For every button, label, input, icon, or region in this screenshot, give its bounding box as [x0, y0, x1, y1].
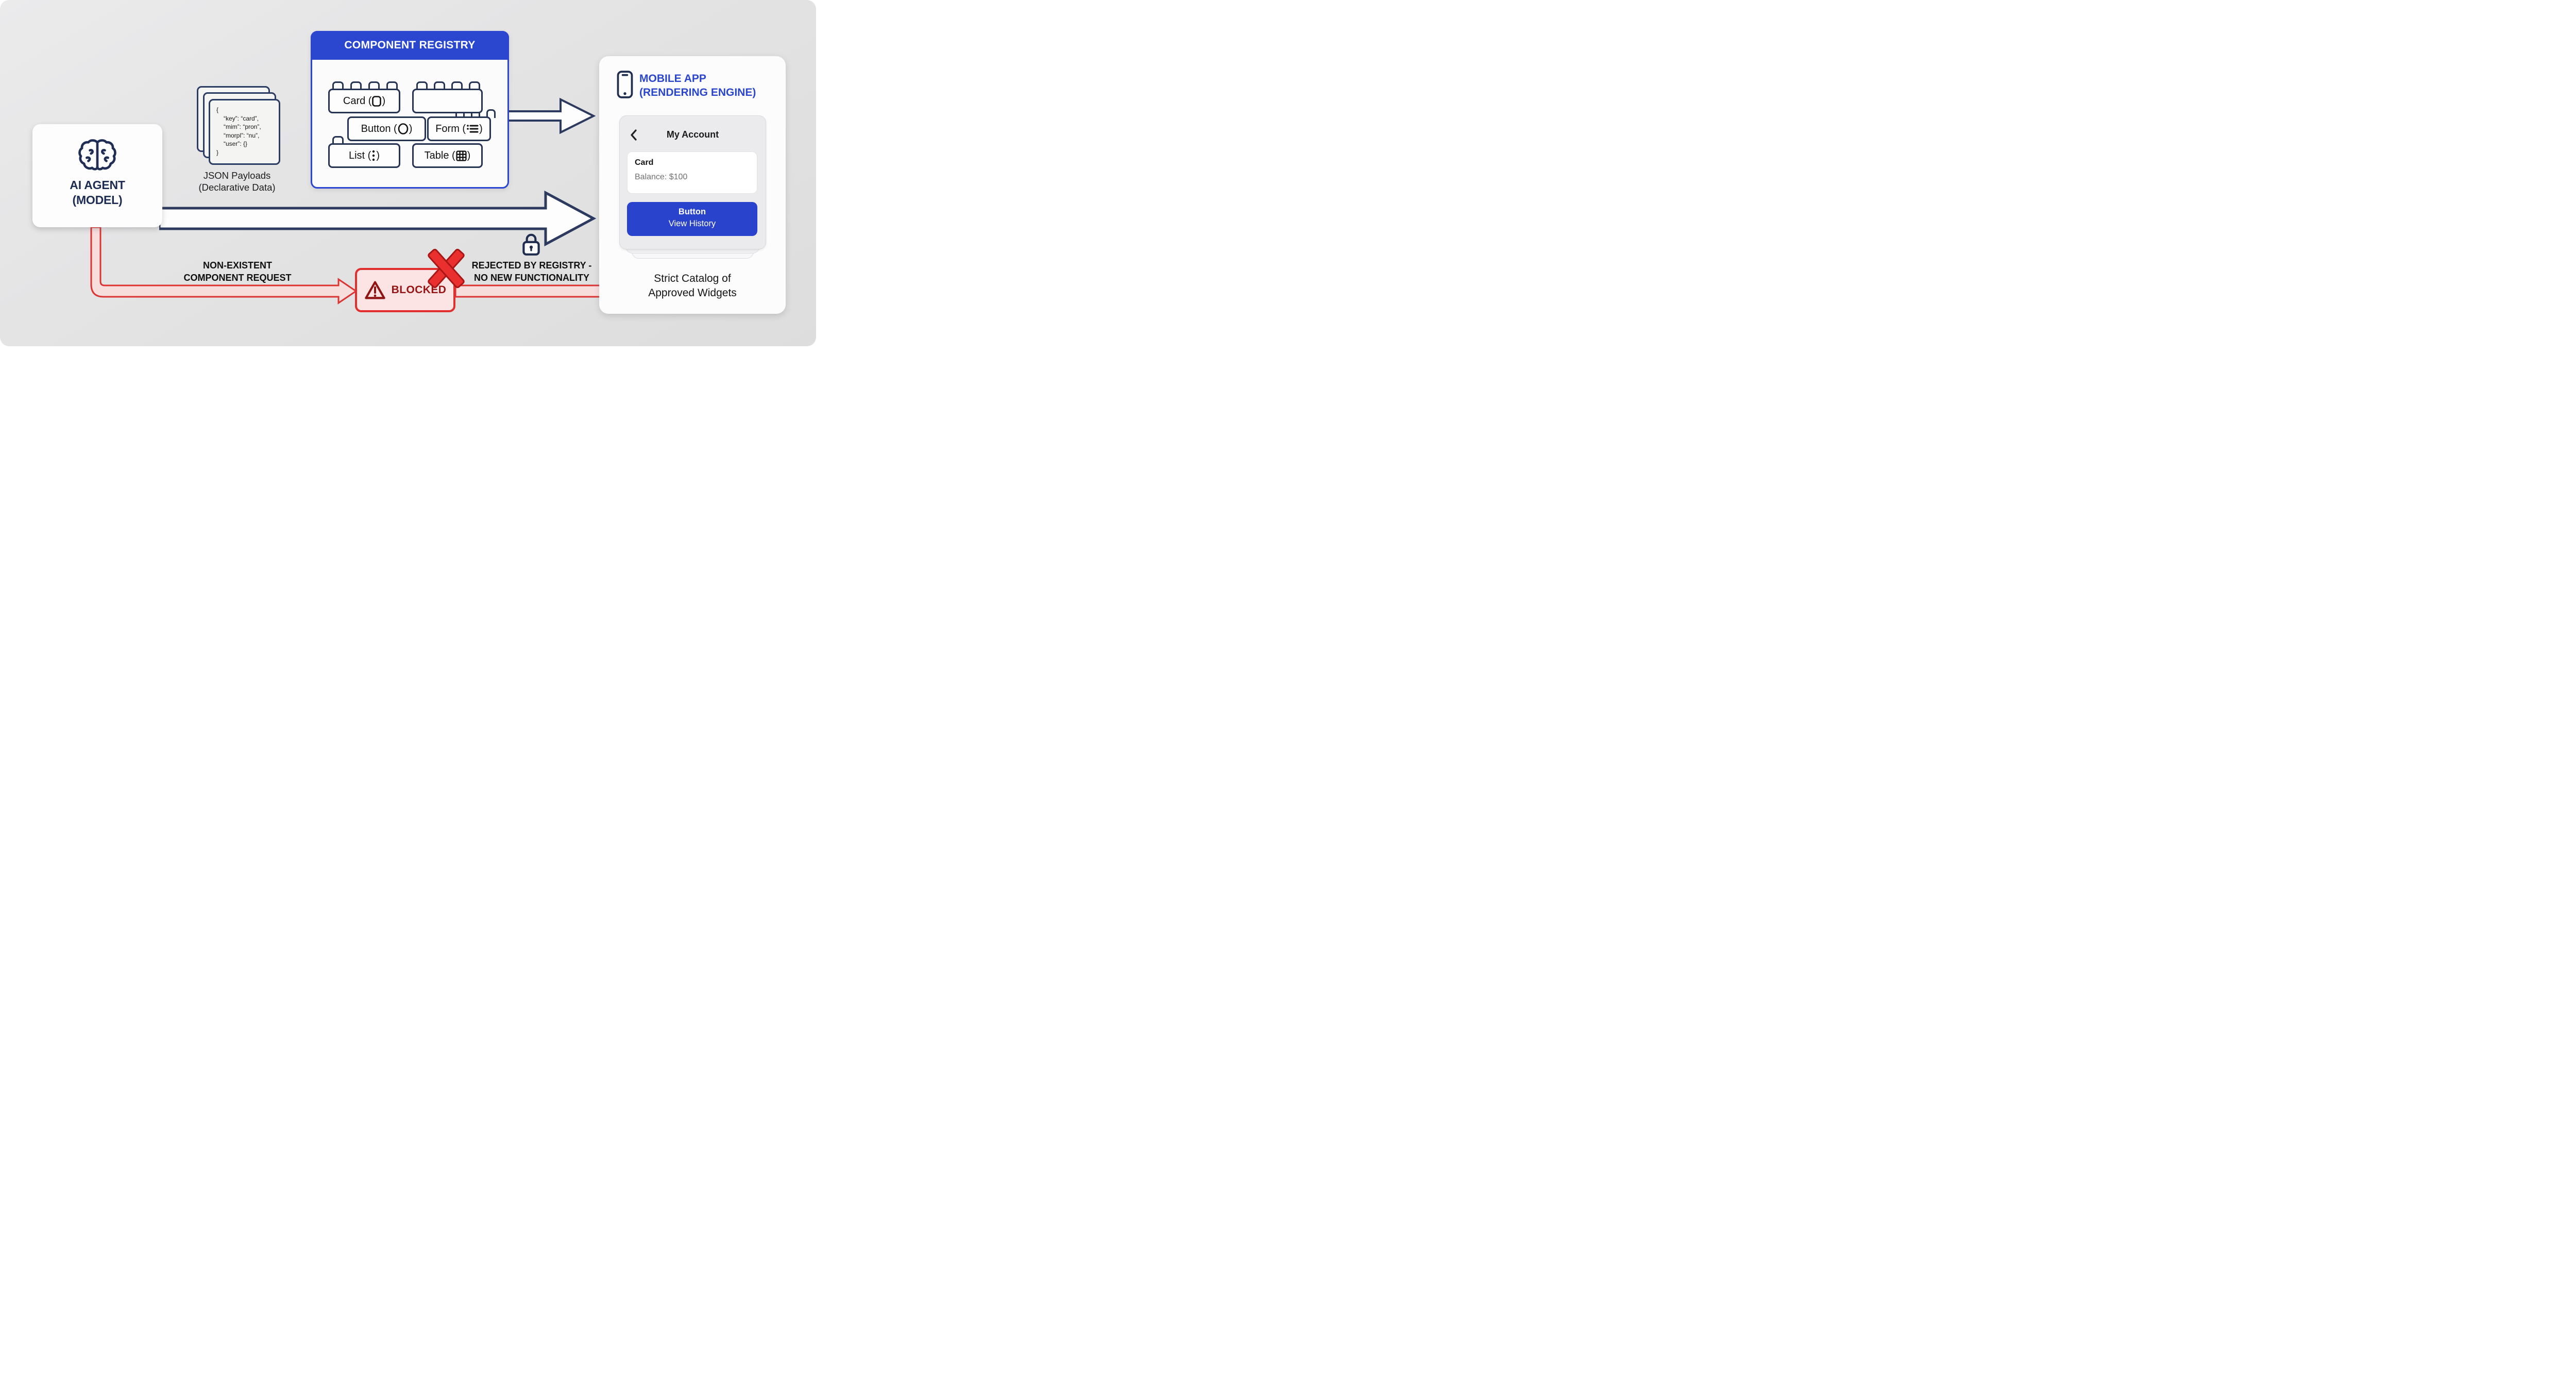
brick-stud [416, 81, 428, 90]
mobile-app-title-line2: (RENDERING ENGINE) [639, 87, 756, 98]
json-code-line: “user”: {} [224, 140, 248, 147]
screen-header-title: My Account [666, 129, 719, 140]
brick-label: Form ( [435, 123, 466, 134]
json-code-line: “mim”: “pron”, [224, 123, 261, 130]
json-card-front: { “key”: “card”, “mim”: “pron”, “morpl”:… [209, 99, 280, 165]
brick-stud [434, 81, 445, 90]
ai-agent-label-line2: (MODEL) [72, 193, 123, 207]
brick-label: Button ( [361, 123, 397, 134]
table-icon [456, 150, 467, 161]
registry-brick-blank [412, 89, 483, 113]
button-widget-action: View History [668, 219, 716, 228]
rejected-label-line1: REJECTED BY REGISTRY - [471, 260, 592, 271]
app-caption-line2: Approved Widgets [648, 287, 737, 299]
json-code-line: “key”: “card”, [224, 114, 259, 122]
brick-label: ) [409, 123, 413, 134]
brick-stud [350, 81, 362, 90]
json-code-line: { [216, 106, 219, 113]
brick-stud [386, 81, 398, 90]
brick-label: ) [376, 149, 380, 161]
rejection-x-icon [428, 248, 465, 289]
list-icon [372, 150, 375, 161]
json-caption-line1: JSON Payloads [203, 170, 271, 181]
ai-agent-label-line1: AI AGENT [70, 178, 125, 192]
brick-label: ) [382, 95, 386, 107]
brick-label: Card ( [343, 95, 372, 107]
phone-icon [617, 71, 633, 98]
card-widget: Card Balance: $100 [627, 151, 757, 194]
brick-stud [332, 136, 344, 145]
json-code-line: “morpl”: “nu”, [224, 131, 260, 139]
brick-stud [332, 81, 344, 90]
registry-brick-card: Card () [328, 89, 400, 113]
diagram-canvas: AI AGENT (MODEL) { “key”: “card”, “mim”:… [0, 0, 816, 346]
brick-label: List ( [348, 149, 371, 161]
phone-screen: My Account Card Balance: $100 Button Vie… [619, 115, 766, 249]
brick-stud [368, 81, 380, 90]
warning-triangle-icon [364, 281, 385, 299]
mobile-app-title-line1: MOBILE APP [639, 73, 706, 85]
card-widget-title: Card [635, 158, 654, 167]
request-label-line2: COMPONENT REQUEST [183, 273, 292, 283]
card-widget-balance: Balance: $100 [635, 173, 688, 181]
brick-stud [486, 109, 496, 118]
ai-agent-box: AI AGENT (MODEL) [32, 124, 162, 227]
brick-stud [451, 81, 463, 90]
json-code-line: } [216, 148, 219, 156]
brain-icon [78, 139, 116, 171]
button-widget-label: Button [678, 207, 706, 216]
card-icon [372, 95, 382, 107]
app-caption-line1: Strict Catalog of [654, 273, 731, 284]
component-registry-title: COMPONENT REGISTRY [311, 31, 509, 60]
registry-brick-list: List ( ) [328, 143, 400, 168]
brick-stud [469, 81, 480, 90]
form-icon [467, 125, 479, 133]
json-caption-line2: (Declarative Data) [198, 182, 276, 193]
registry-brick-button: Button () [347, 116, 426, 141]
lock-icon [522, 233, 540, 256]
brick-label: ) [479, 123, 483, 134]
brick-label: ) [467, 149, 471, 161]
back-chevron-icon[interactable] [630, 129, 637, 141]
registry-to-app-arrow [505, 97, 596, 134]
rejected-label-line2: NO NEW FUNCTIONALITY [474, 273, 589, 283]
registry-brick-table: Table () [412, 143, 483, 168]
view-history-button[interactable]: Button View History [627, 202, 757, 236]
request-label-line1: NON-EXISTENT [202, 260, 272, 271]
registry-brick-form: Form () [427, 116, 491, 141]
button-icon [398, 123, 408, 134]
brick-label: Table ( [424, 149, 455, 161]
